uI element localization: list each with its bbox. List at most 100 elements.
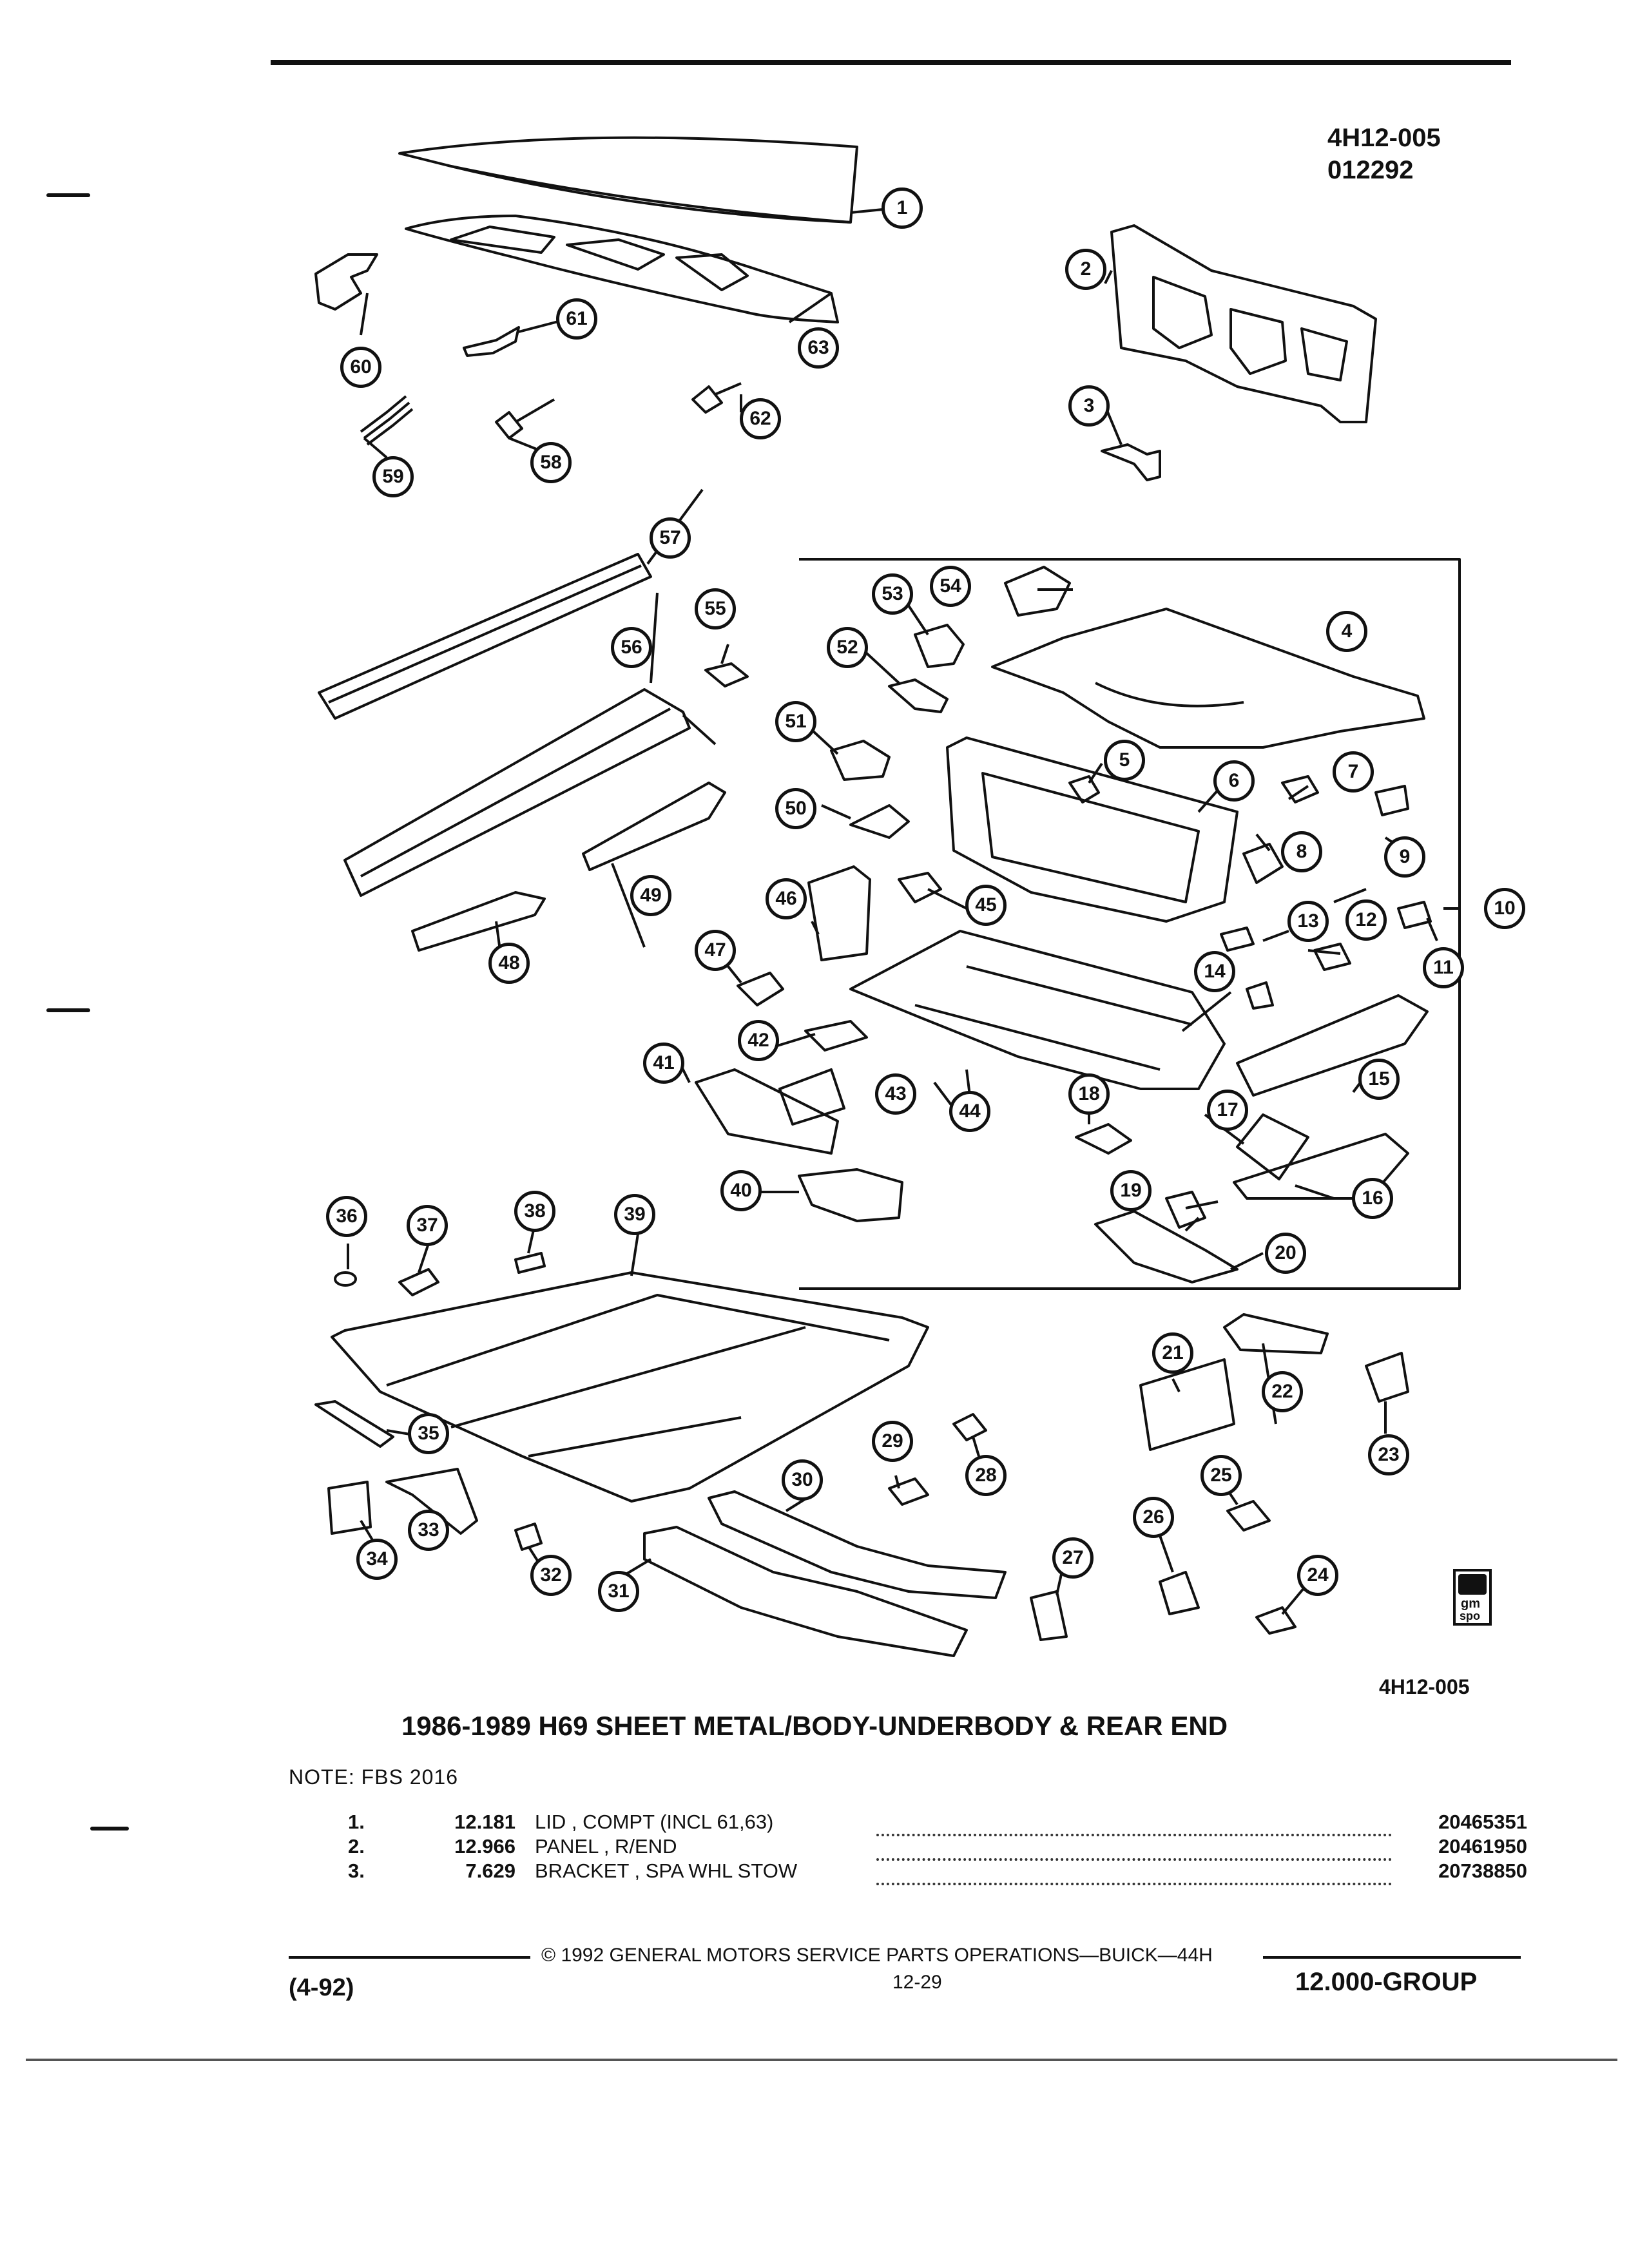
bracket-29 — [888, 1477, 929, 1506]
callout-37: 37 — [407, 1205, 448, 1246]
plug-36 — [334, 1271, 357, 1287]
callout-28: 28 — [965, 1455, 1007, 1496]
callout-48: 48 — [488, 943, 530, 984]
margin-mark — [46, 1008, 90, 1012]
callout-31: 31 — [598, 1571, 639, 1612]
bracket-26 — [1159, 1571, 1200, 1615]
bracket-11 — [1397, 901, 1432, 929]
top-rule — [271, 60, 1511, 65]
callout-21: 21 — [1152, 1332, 1193, 1374]
part-number: 20465351 — [1432, 1811, 1527, 1834]
leader-dots — [876, 1863, 1392, 1885]
sill-rail — [343, 688, 691, 897]
deck-lid — [398, 136, 858, 224]
panel-21 — [1139, 1358, 1235, 1451]
bracket-24 — [1255, 1606, 1296, 1635]
clip-37 — [398, 1268, 439, 1296]
rear-end-panel — [1110, 224, 1377, 423]
rail-41 — [695, 1068, 839, 1155]
callout-61: 61 — [556, 298, 597, 340]
reference-code: 4H12-005 — [1327, 124, 1441, 152]
callout-33: 33 — [408, 1510, 449, 1551]
bracket-22 — [1223, 1313, 1329, 1354]
callout-1: 1 — [882, 187, 923, 229]
callout-42: 42 — [738, 1020, 779, 1061]
bracket-54 — [1004, 566, 1071, 617]
part-description: BRACKET , SPA WHL STOW — [535, 1860, 804, 1883]
callout-8: 8 — [1281, 831, 1322, 872]
brace-46 — [807, 865, 871, 961]
part-number: 20461950 — [1432, 1835, 1527, 1858]
callout-35: 35 — [408, 1413, 449, 1454]
note: NOTE: FBS 2016 — [289, 1765, 458, 1789]
rear-shelf-panel — [991, 608, 1425, 749]
clip-5 — [1068, 775, 1100, 803]
callout-36: 36 — [326, 1196, 367, 1237]
margin-mark — [90, 1827, 129, 1831]
group-box — [799, 558, 1461, 1290]
logo-gm: gm — [1461, 1597, 1480, 1611]
callout-51: 51 — [775, 701, 816, 742]
bracket-18 — [1075, 1123, 1132, 1155]
callout-14: 14 — [1194, 951, 1235, 992]
crossmember-31 — [643, 1526, 968, 1657]
pan-20 — [1094, 1210, 1239, 1283]
bracket-14 — [1246, 981, 1274, 1010]
callout-7: 7 — [1333, 751, 1374, 793]
callout-17: 17 — [1207, 1090, 1248, 1131]
parts-row: 1. 12.181 LID , COMPT (INCL 61,63) 20465… — [348, 1811, 1527, 1836]
bracket-43 — [778, 1068, 845, 1126]
mount-51 — [830, 740, 891, 781]
screw — [691, 382, 742, 414]
rear-floor-pan — [849, 930, 1226, 1090]
lid-bracket — [463, 326, 520, 357]
rail-16 — [1233, 1133, 1409, 1200]
callout-9: 9 — [1384, 836, 1425, 878]
copyright: © 1992 GENERAL MOTORS SERVICE PARTS OPER… — [541, 1945, 1213, 1966]
callout-58: 58 — [530, 442, 572, 483]
callout-13: 13 — [1287, 901, 1329, 942]
bracket-52 — [888, 678, 949, 713]
group-code: 12.000-GROUP — [1295, 1968, 1478, 1996]
callout-55: 55 — [695, 588, 736, 629]
rail-17 — [1236, 1113, 1309, 1180]
footer-rule-right — [1263, 1956, 1521, 1959]
pad-34 — [327, 1481, 372, 1535]
callout-39: 39 — [614, 1194, 655, 1235]
footer-rule-left — [289, 1956, 530, 1959]
callout-63: 63 — [798, 327, 839, 369]
leader-dots — [876, 1814, 1392, 1836]
bracket-23 — [1365, 1352, 1409, 1403]
brace-33 — [385, 1468, 478, 1535]
main-floor-pan — [331, 1271, 929, 1503]
part-index: 1. — [348, 1811, 365, 1833]
bracket-45 — [898, 872, 942, 903]
hinge — [314, 253, 378, 311]
callout-59: 59 — [372, 456, 414, 497]
spare-wheel-bracket — [1101, 443, 1161, 481]
bolt — [495, 398, 555, 439]
bracket-27 — [1030, 1590, 1068, 1641]
part-index: 2. — [348, 1835, 365, 1858]
callout-3: 3 — [1068, 385, 1110, 427]
callout-15: 15 — [1358, 1059, 1400, 1100]
callout-53: 53 — [872, 573, 913, 615]
margin-mark — [46, 193, 90, 197]
leader-dots — [876, 1839, 1392, 1861]
reinforcement-bracket — [582, 782, 726, 871]
callout-25: 25 — [1200, 1455, 1242, 1496]
callout-29: 29 — [872, 1421, 913, 1462]
bracket-40 — [798, 1168, 903, 1222]
part-code: 7.629 — [465, 1860, 516, 1882]
rear-rail-15 — [1236, 994, 1429, 1097]
callout-57: 57 — [650, 517, 691, 559]
bracket-42 — [804, 1020, 868, 1052]
callout-32: 32 — [530, 1555, 572, 1596]
callout-2: 2 — [1065, 249, 1106, 290]
callout-41: 41 — [643, 1043, 684, 1084]
callout-26: 26 — [1133, 1497, 1174, 1538]
revision-date: (4-92) — [289, 1974, 354, 2001]
callout-20: 20 — [1265, 1233, 1306, 1274]
callout-11: 11 — [1423, 947, 1464, 988]
callout-24: 24 — [1297, 1555, 1338, 1596]
